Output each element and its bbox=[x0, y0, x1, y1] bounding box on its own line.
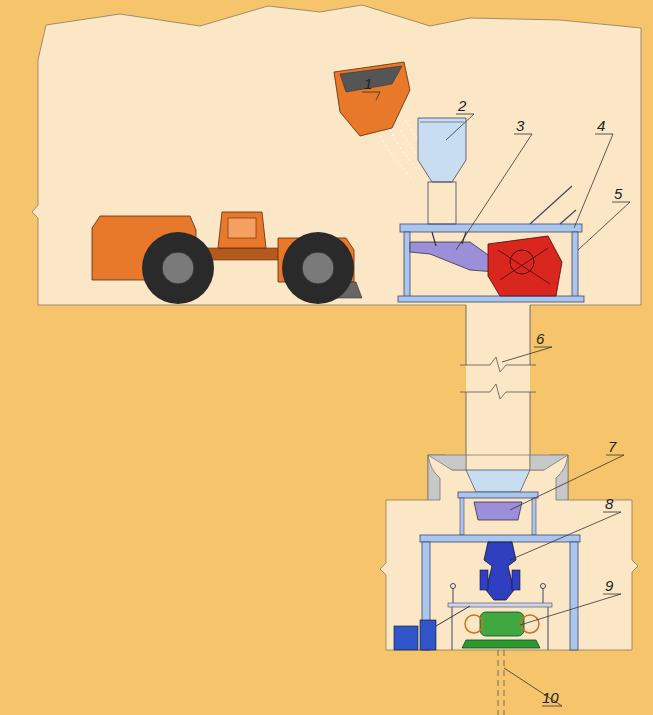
support-frame bbox=[420, 535, 580, 542]
jaw-crusher bbox=[488, 236, 562, 296]
loader bbox=[92, 212, 362, 304]
cone-crusher bbox=[484, 542, 516, 600]
break-line bbox=[460, 357, 536, 372]
bin-funnel bbox=[466, 470, 530, 492]
shaft bbox=[466, 304, 530, 464]
callout-number: 1 bbox=[364, 76, 372, 92]
callout-number: 3 bbox=[516, 118, 524, 134]
vibrating-feeder bbox=[410, 242, 498, 272]
feeder bbox=[474, 502, 522, 520]
callout-number: 2 bbox=[458, 98, 466, 114]
callout-number: 6 bbox=[536, 331, 544, 347]
callout-number: 5 bbox=[614, 186, 622, 202]
platform-frame bbox=[398, 182, 584, 302]
control-cabinet bbox=[394, 626, 418, 650]
leader-lines bbox=[362, 92, 630, 706]
loader-bucket bbox=[334, 62, 410, 136]
break-line bbox=[460, 384, 536, 399]
bin-lining bbox=[428, 455, 568, 470]
drive-motor bbox=[480, 612, 524, 636]
lower-chamber bbox=[380, 455, 638, 650]
ore-pass-line bbox=[498, 650, 499, 715]
callout-number: 10 bbox=[542, 690, 559, 706]
callout-number: 7 bbox=[608, 439, 616, 455]
upper-chamber bbox=[32, 5, 641, 305]
callout-number: 9 bbox=[605, 578, 613, 594]
callout-number: 8 bbox=[605, 496, 613, 512]
callout-number: 4 bbox=[597, 118, 605, 134]
